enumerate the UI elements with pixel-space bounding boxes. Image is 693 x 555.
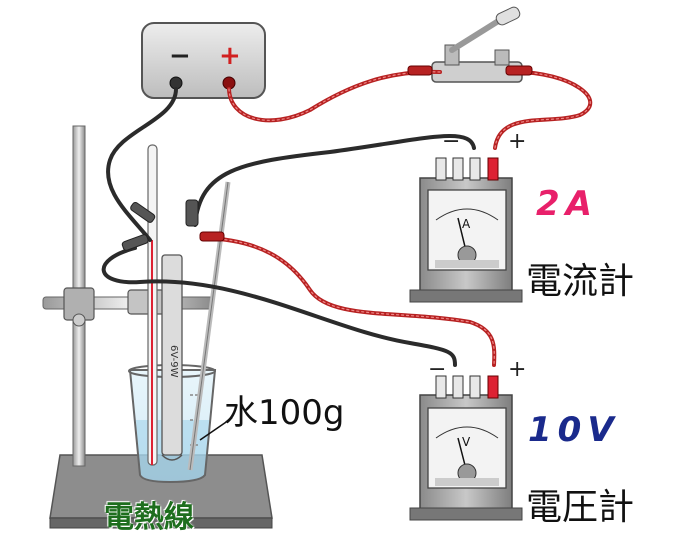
ammeter-reading: 2A	[536, 184, 598, 224]
heater-label: 電熱線	[104, 500, 194, 535]
stand-clamp	[42, 287, 214, 327]
power-plus-label: +	[219, 41, 241, 71]
ammeter-name: 電流計	[526, 261, 635, 302]
power-minus-label: −	[169, 41, 191, 71]
voltmeter-terminals	[435, 375, 499, 399]
switch	[431, 6, 523, 83]
wires	[101, 69, 593, 367]
voltmeter-minus-label: −	[428, 357, 446, 382]
heater-rating: 6V-9W	[168, 345, 179, 378]
thermometer	[147, 144, 158, 466]
ammeter-dial-unit: A	[462, 217, 471, 231]
ammeter-minus-label: −	[442, 129, 460, 154]
voltmeter-name: 電圧計	[526, 487, 635, 528]
heater-element: 6V-9W	[161, 254, 183, 461]
stand-base	[49, 454, 273, 529]
power-supply: − +	[141, 22, 266, 99]
ammeter-plus-label: +	[508, 129, 526, 154]
clips	[121, 65, 533, 251]
ammeter: A	[409, 157, 523, 303]
beaker-label: 水100g	[224, 393, 345, 433]
ammeter-terminals	[435, 157, 499, 181]
voltmeter: V	[409, 375, 523, 521]
voltmeter-reading: 10V	[528, 410, 620, 450]
voltmeter-dial-unit: V	[462, 435, 471, 449]
water-leader-line	[199, 417, 233, 441]
voltmeter-plus-label: +	[508, 357, 526, 382]
